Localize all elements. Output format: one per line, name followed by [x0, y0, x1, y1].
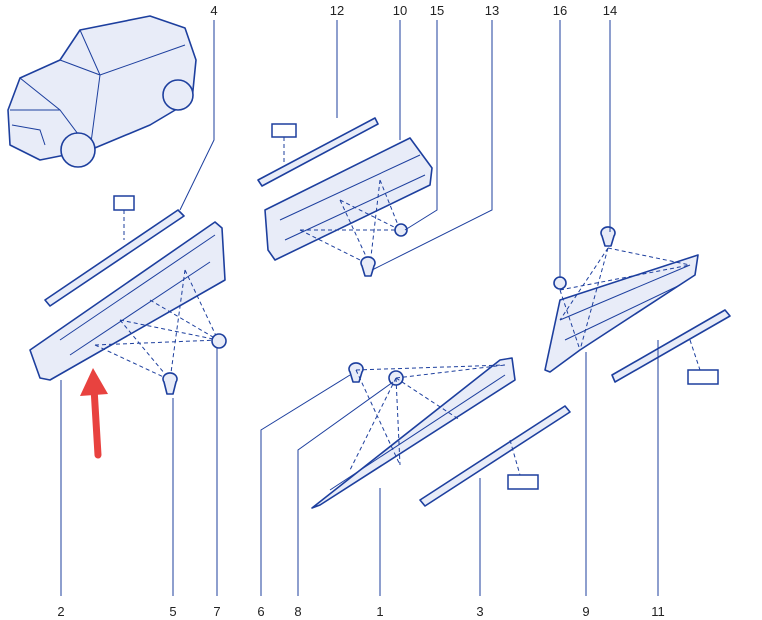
callout-2: 2: [57, 604, 64, 619]
leader-lines: [60, 20, 659, 596]
callout-5: 5: [169, 604, 176, 619]
callout-9: 9: [582, 604, 589, 619]
callout-11: 11: [651, 604, 665, 619]
sill-trim-front-group: [29, 195, 227, 395]
part-4-strip: [44, 209, 185, 307]
red-pointer-arrow: [80, 368, 108, 459]
callout-8: 8: [294, 604, 301, 619]
upper-center-group: [257, 117, 433, 277]
callout-6: 6: [257, 604, 264, 619]
callout-7: 7: [213, 604, 220, 619]
vehicle-illustration: [7, 15, 197, 168]
part-7-nut-icon: [211, 333, 227, 349]
callout-13: 13: [485, 3, 499, 18]
part-5-screw-icon: [162, 372, 178, 395]
side-sill-group: [311, 357, 571, 509]
callout-14: 14: [603, 3, 617, 18]
callout-10: 10: [393, 3, 407, 18]
callout-3: 3: [476, 604, 483, 619]
callout-1: 1: [376, 604, 383, 619]
part-4-clip-icon: [113, 195, 135, 211]
callout-12: 12: [330, 3, 344, 18]
callout-16: 16: [553, 3, 567, 18]
callout-4: 4: [210, 3, 217, 18]
rear-group: [544, 226, 731, 385]
callout-15: 15: [430, 3, 444, 18]
